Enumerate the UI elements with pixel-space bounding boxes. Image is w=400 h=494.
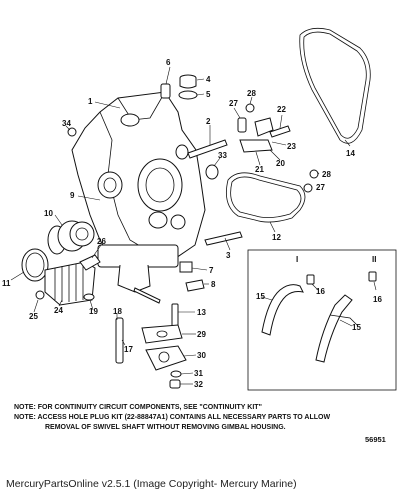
callout-33: 33 bbox=[218, 151, 227, 160]
callout-23: 23 bbox=[287, 142, 296, 151]
callout-13: 13 bbox=[197, 308, 206, 317]
callout-15-variant-1: 15 bbox=[256, 292, 265, 301]
callout-18: 18 bbox=[113, 307, 122, 316]
callout-2: 2 bbox=[206, 117, 211, 126]
notes-block: NOTE: FOR CONTINUITY CIRCUIT COMPONENTS,… bbox=[14, 403, 394, 433]
callout-19: 19 bbox=[89, 307, 98, 316]
callout-28-upper: 28 bbox=[247, 89, 256, 98]
callout-11: 11 bbox=[2, 279, 11, 288]
callout-9: 9 bbox=[70, 191, 75, 200]
callout-28-lower: 28 bbox=[322, 170, 331, 179]
callout-3: 3 bbox=[226, 251, 231, 260]
callout-7: 7 bbox=[209, 266, 214, 275]
callout-15-variant-2: 15 bbox=[352, 323, 361, 332]
hose-variant-box bbox=[247, 249, 397, 391]
callout-27-upper: 27 bbox=[229, 99, 238, 108]
callout-34: 34 bbox=[62, 119, 71, 128]
variant-label-2: II bbox=[372, 255, 376, 264]
note-access-hole-continued: REMOVAL OF SWIVEL SHAFT WITHOUT REMOVING… bbox=[45, 424, 286, 431]
gimbal-housing-drawing bbox=[71, 91, 206, 293]
callout-21: 21 bbox=[255, 165, 264, 174]
seal-ring-drawing bbox=[299, 27, 371, 144]
callout-26: 26 bbox=[97, 237, 106, 246]
exploded-parts-diagram: 1 2 3 4 5 6 7 8 9 10 11 12 13 14 15 15 1… bbox=[2, 27, 397, 391]
callout-4: 4 bbox=[206, 75, 211, 84]
callout-20: 20 bbox=[276, 159, 285, 168]
callout-8: 8 bbox=[211, 280, 216, 289]
note-access-hole: NOTE: ACCESS HOLE PLUG KIT (22-88847A1) … bbox=[14, 414, 331, 421]
callout-12: 12 bbox=[272, 233, 281, 242]
callout-16-variant-2: 16 bbox=[373, 295, 382, 304]
callout-32: 32 bbox=[194, 380, 203, 389]
gasket-drawing bbox=[225, 172, 306, 223]
callout-10: 10 bbox=[44, 209, 53, 218]
stud-drawings bbox=[187, 139, 243, 246]
bearing-and-bellows-parts bbox=[21, 127, 101, 306]
footer-text: MercuryPartsOnline v2.5.1 (Image Copyrig… bbox=[6, 478, 297, 490]
callout-22: 22 bbox=[277, 105, 286, 114]
callout-5: 5 bbox=[206, 90, 211, 99]
bracket-parts bbox=[205, 103, 319, 193]
callout-31: 31 bbox=[194, 369, 203, 378]
callout-24: 24 bbox=[54, 306, 63, 315]
callout-16-variant-1: 16 bbox=[316, 287, 325, 296]
diagram-code: 56951 bbox=[365, 435, 386, 444]
callout-29: 29 bbox=[197, 330, 206, 339]
copyright-footer: MercuryPartsOnline v2.5.1 (Image Copyrig… bbox=[0, 474, 400, 494]
callout-17: 17 bbox=[124, 345, 133, 354]
callout-6: 6 bbox=[166, 58, 171, 67]
callout-14: 14 bbox=[346, 149, 355, 158]
callout-30: 30 bbox=[197, 351, 206, 360]
leader-lines bbox=[10, 66, 377, 385]
lower-small-parts bbox=[83, 261, 205, 389]
note-continuity: NOTE: FOR CONTINUITY CIRCUIT COMPONENTS,… bbox=[14, 404, 262, 411]
upper-small-parts bbox=[160, 74, 198, 100]
callout-labels: 1 2 3 4 5 6 7 8 9 10 11 12 13 14 15 15 1… bbox=[2, 58, 382, 389]
variant-label-1: I bbox=[296, 255, 298, 264]
callout-25: 25 bbox=[29, 312, 38, 321]
callout-27-lower: 27 bbox=[316, 183, 325, 192]
callout-1: 1 bbox=[88, 97, 93, 106]
